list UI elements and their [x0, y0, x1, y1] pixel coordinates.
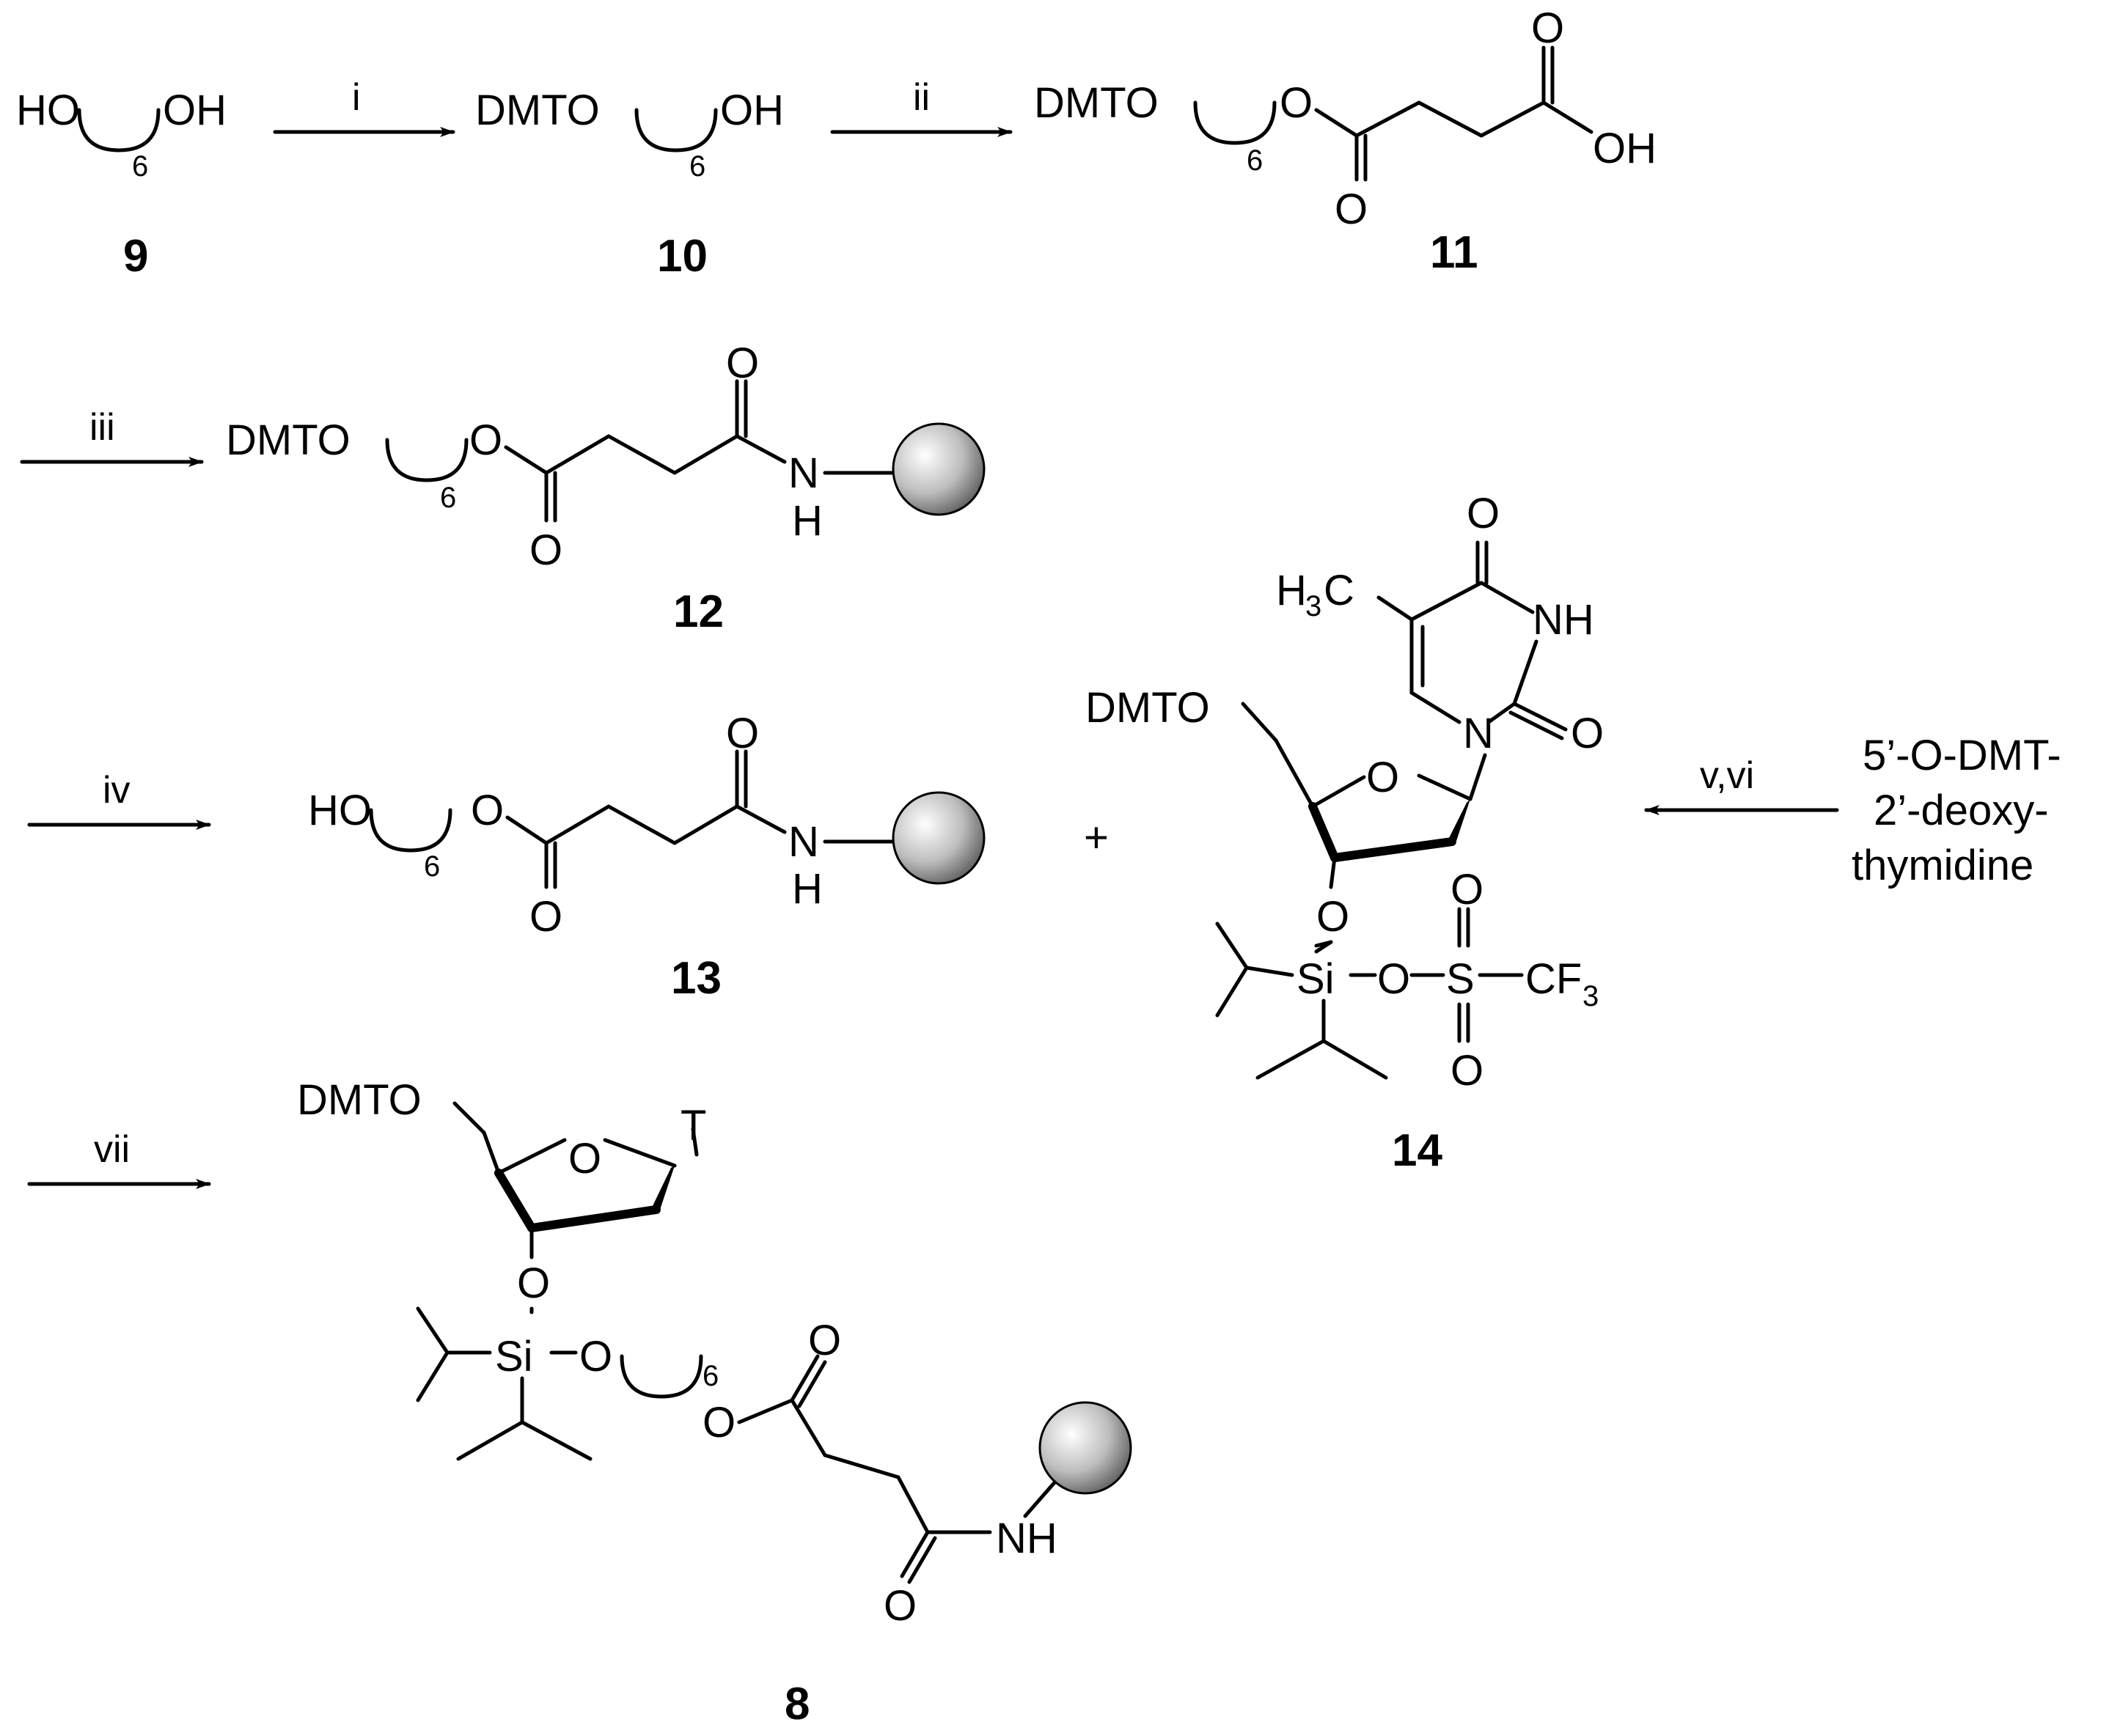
solid-support-bead [1038, 1401, 1132, 1495]
compound-14-structure: O NH O N H 3 C O DMTO O Si [1085, 490, 1604, 1095]
compound-10-structure: DMTO 6 OH [475, 87, 784, 183]
atom-label-o: O [471, 787, 504, 834]
atom-label-n: N [1463, 710, 1494, 757]
condition-ii: ii [913, 76, 930, 119]
compound-label-10: 10 [657, 231, 708, 282]
atom-label-s: S [1446, 955, 1475, 1003]
starting-material-line-3: thymidine [1852, 842, 2033, 889]
atom-label-o: O [726, 339, 759, 387]
atom-label-dmto: DMTO [1034, 79, 1159, 127]
condition-vii: vii [94, 1128, 130, 1171]
atom-label-si: Si [1296, 955, 1335, 1003]
atom-label-o: O [517, 1259, 550, 1307]
atom-label-oh: OH [720, 87, 784, 134]
atom-label-dmto: DMTO [297, 1076, 422, 1124]
atom-label-o: O [579, 1333, 612, 1380]
starting-material-line-2: 2’-deoxy- [1874, 787, 2049, 834]
atom-label-ho: HO [16, 87, 80, 134]
atom-label-o: O [726, 710, 759, 757]
compound-label-12: 12 [673, 586, 724, 637]
atom-label-o: O [1467, 490, 1500, 537]
atom-label-si: Si [495, 1333, 533, 1380]
atom-label-dmto: DMTO [1085, 684, 1210, 732]
compound-label-8: 8 [785, 1679, 810, 1729]
chain-count: 6 [424, 850, 440, 883]
atom-label-o: O [808, 1317, 841, 1364]
methyl-c: C [1324, 567, 1354, 614]
reaction-arrow-ii: ii [830, 76, 1013, 137]
methyl-h: H [1276, 567, 1307, 614]
starting-material-line-1: 5’-O-DMT- [1863, 732, 2061, 779]
atom-label-dmto: DMTO [226, 416, 351, 464]
atom-label-o: O [1280, 79, 1313, 127]
solid-support-bead [892, 422, 986, 516]
atom-label-n: N [788, 818, 819, 866]
compound-label-9: 9 [123, 231, 148, 282]
reaction-arrow-iii: iii [20, 406, 204, 467]
reaction-arrow-vii: vii [27, 1128, 211, 1189]
solid-support-bead [892, 791, 986, 885]
atom-label-ho: HO [308, 787, 372, 834]
atom-label-o: O [1366, 754, 1399, 801]
atom-label-o: O [1450, 866, 1483, 913]
atom-label-o: O [1531, 4, 1564, 52]
atom-label-o: O [1450, 1047, 1483, 1095]
atom-label-o: O [1377, 955, 1410, 1003]
compound-12-structure: DMTO 6 O O O N H [226, 339, 986, 574]
starting-material-label: 5’-O-DMT- 2’-deoxy- thymidine [1852, 732, 2061, 889]
reaction-arrow-iv: iv [27, 769, 211, 830]
reaction-arrow-i: i [273, 76, 455, 137]
atom-label-oh: OH [163, 87, 227, 134]
atom-label-o: O [568, 1135, 601, 1183]
reaction-arrow-v-vi: v,vi [1644, 754, 1839, 815]
atom-label-o: O [529, 893, 562, 941]
atom-label-o: O [1316, 893, 1349, 941]
compound-8-structure: DMTO O T O Si O 6 O O O [297, 1076, 1132, 1630]
atom-label-o: O [1335, 185, 1368, 233]
atom-label-o: O [1571, 710, 1604, 757]
atom-label-o: O [529, 526, 562, 574]
atom-label-h: H [792, 865, 823, 913]
atom-label-cf3: CF [1525, 955, 1582, 1003]
compound-9-structure: HO 6 OH [16, 87, 227, 183]
condition-iv: iv [103, 769, 131, 812]
chain-count: 6 [689, 150, 705, 183]
atom-label-n: N [788, 449, 819, 497]
compound-11-structure: DMTO 6 O O O OH [1034, 4, 1657, 233]
condition-iii: iii [89, 406, 115, 449]
chain-count: 6 [440, 482, 456, 514]
atom-label-oh: OH [1593, 125, 1657, 172]
compound-label-11: 11 [1430, 227, 1478, 278]
chain-count: 6 [703, 1360, 719, 1392]
atom-label-h: H [792, 497, 823, 545]
atom-label-o: O [703, 1399, 736, 1446]
condition-v-vi: v,vi [1700, 754, 1754, 797]
plus-sign: + [1084, 814, 1109, 861]
compound-13-structure: HO 6 O O O N H [308, 710, 986, 941]
chain-count: 6 [132, 150, 148, 183]
atom-label-nh: NH [996, 1515, 1057, 1562]
atom-label-o: O [469, 416, 502, 464]
atom-label-o: O [884, 1582, 917, 1630]
methyl-subscript: 3 [1305, 590, 1321, 622]
compound-label-13: 13 [671, 953, 722, 1004]
atom-label-nh: NH [1533, 596, 1594, 644]
condition-i: i [352, 76, 361, 119]
compound-label-14: 14 [1392, 1125, 1442, 1176]
atom-label-dmto: DMTO [475, 87, 600, 134]
chain-count: 6 [1247, 144, 1263, 177]
cf3-subscript: 3 [1582, 980, 1599, 1012]
